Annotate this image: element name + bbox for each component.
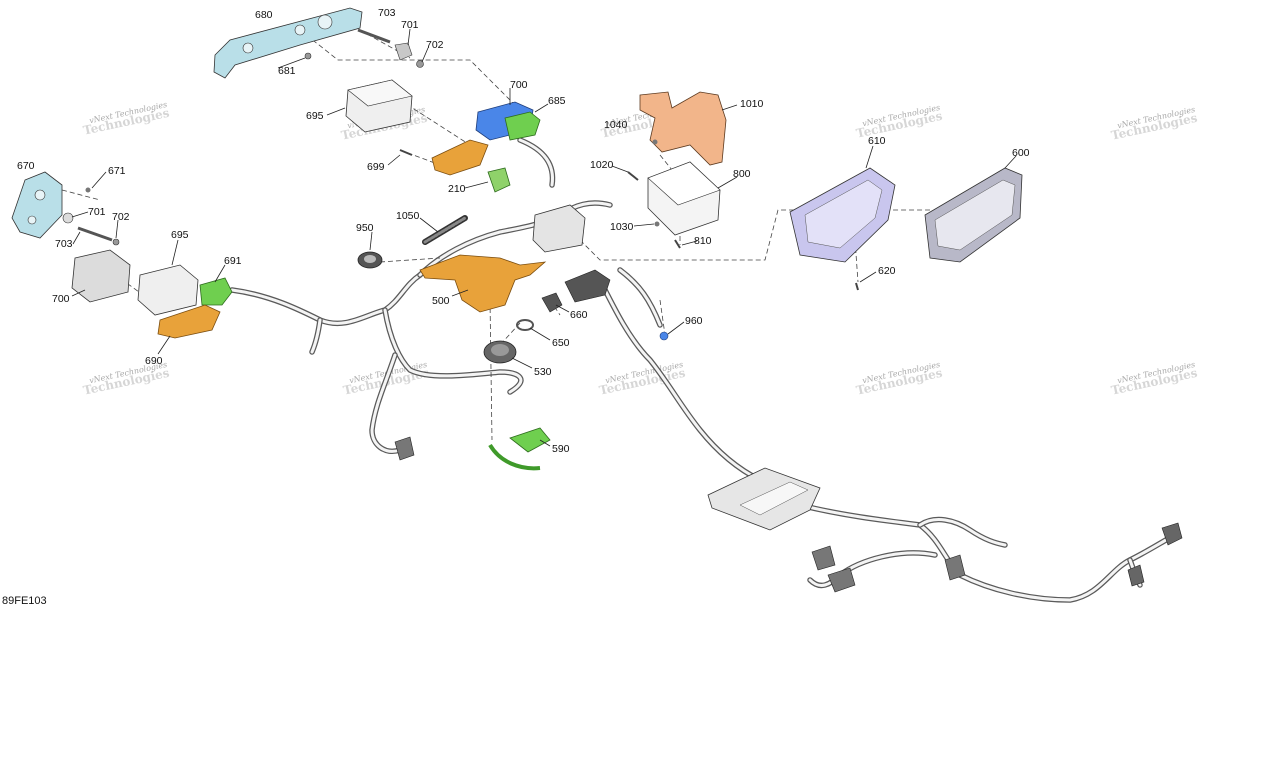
label-650: 650 xyxy=(552,337,570,349)
screw-810 xyxy=(674,239,681,249)
leader-lines xyxy=(71,28,1017,447)
bolt-703-left xyxy=(77,226,113,242)
label-702-top: 702 xyxy=(426,39,444,51)
label-1020: 1020 xyxy=(590,159,614,171)
label-210: 210 xyxy=(448,183,466,195)
switch-500 xyxy=(419,254,547,313)
screw-1030 xyxy=(654,221,660,227)
connector-685 xyxy=(504,111,541,141)
part-labels: 680 703 701 702 681 700 685 695 699 210 … xyxy=(17,7,1030,455)
label-701-left: 701 xyxy=(88,206,106,218)
label-700-left: 700 xyxy=(52,293,70,305)
end-connector-mid xyxy=(944,554,966,581)
screw-699 xyxy=(399,149,413,156)
label-701-top: 701 xyxy=(401,19,419,31)
bracket-670 xyxy=(11,171,63,239)
bracket-680 xyxy=(213,7,363,79)
socket-950 xyxy=(357,251,383,269)
label-695-left: 695 xyxy=(171,229,189,241)
label-703-top: 703 xyxy=(378,7,396,19)
screw-620 xyxy=(855,282,859,291)
harness-590 xyxy=(488,427,551,471)
watermark: Technologies vNext Technologies xyxy=(855,360,944,398)
label-950: 950 xyxy=(356,222,374,234)
label-700-top: 700 xyxy=(510,79,528,91)
label-1050: 1050 xyxy=(396,210,420,222)
end-connector-lower xyxy=(1127,564,1145,587)
label-680: 680 xyxy=(255,9,273,21)
bracket-690 xyxy=(157,304,221,339)
drawing-code: 89FE103 xyxy=(2,595,47,607)
connector-660 xyxy=(541,292,563,313)
conduit-1050 xyxy=(422,215,468,245)
watermark-layer: Technologies vNext Technologies Technolo… xyxy=(82,100,1199,398)
label-699: 699 xyxy=(367,161,385,173)
relay-695-left xyxy=(137,264,199,316)
grommet-650 xyxy=(516,319,534,331)
cover-610 xyxy=(789,167,896,263)
label-671: 671 xyxy=(108,165,126,177)
label-1010: 1010 xyxy=(740,98,764,110)
label-810: 810 xyxy=(694,235,712,247)
relay-cluster xyxy=(564,269,611,303)
junction-box xyxy=(532,204,586,253)
label-960: 960 xyxy=(685,315,703,327)
screw-1020 xyxy=(627,171,639,181)
end-connector-right xyxy=(1161,522,1183,546)
label-695-top: 695 xyxy=(306,110,324,122)
label-1030: 1030 xyxy=(610,221,634,233)
nut-702-top xyxy=(416,60,424,68)
watermark: Technologies vNext Technologies xyxy=(82,100,171,138)
label-610: 610 xyxy=(868,135,886,147)
sensor-960 xyxy=(659,331,669,341)
watermark: Technologies vNext Technologies xyxy=(1110,105,1199,143)
label-590: 590 xyxy=(552,443,570,455)
bolt-703-top xyxy=(357,28,391,44)
label-500: 500 xyxy=(432,295,450,307)
end-connector-bottom-left xyxy=(394,436,415,461)
label-660: 660 xyxy=(570,309,588,321)
nut-702-left xyxy=(112,238,120,246)
label-620: 620 xyxy=(878,265,896,277)
nut-701-top xyxy=(394,42,413,61)
label-1040: 1040 xyxy=(604,119,628,131)
screw-671 xyxy=(85,187,91,193)
label-800: 800 xyxy=(733,168,751,180)
label-703-left: 703 xyxy=(55,238,73,250)
relay-700-left xyxy=(71,249,131,303)
label-690: 690 xyxy=(145,355,163,367)
screw-681 xyxy=(304,52,312,60)
knob-530 xyxy=(483,340,517,364)
label-681: 681 xyxy=(278,65,296,77)
display-600 xyxy=(924,167,1023,263)
connector-691 xyxy=(199,277,233,306)
relay-box-695-top xyxy=(345,79,413,133)
control-unit xyxy=(707,467,821,531)
label-600: 600 xyxy=(1012,147,1030,159)
module-800 xyxy=(647,161,721,236)
washer-701-left xyxy=(62,212,74,224)
bracket-orange-top xyxy=(431,139,489,176)
end-connector-left xyxy=(811,545,856,593)
bracket-1010 xyxy=(639,91,727,166)
screw-1040 xyxy=(652,139,658,145)
label-691: 691 xyxy=(224,255,242,267)
label-685: 685 xyxy=(548,95,566,107)
watermark: Technologies vNext Technologies xyxy=(1110,360,1199,398)
connector-210 xyxy=(487,167,511,193)
label-702-left: 702 xyxy=(112,211,130,223)
label-530: 530 xyxy=(534,366,552,378)
label-670: 670 xyxy=(17,160,35,172)
